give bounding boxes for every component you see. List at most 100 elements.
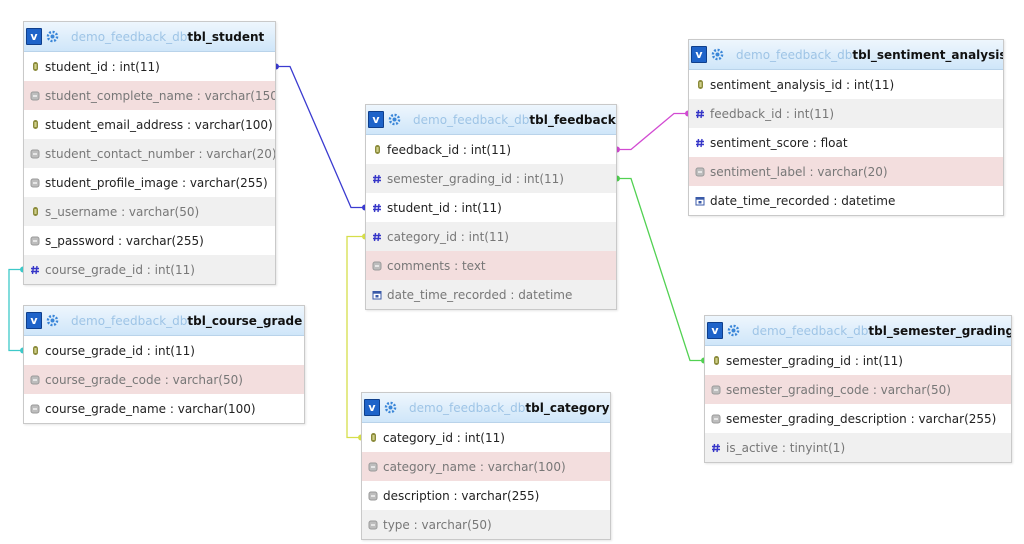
relation-line	[346, 235, 365, 439]
field-icon	[28, 178, 42, 188]
field-separator: :	[409, 517, 422, 532]
field-name: comments	[387, 258, 451, 273]
field-row[interactable]: semester_grading_description : varchar(2…	[705, 404, 1011, 433]
field-name: student_contact_number	[45, 146, 195, 161]
field-separator: :	[805, 164, 818, 179]
field-type: varchar(50)	[172, 372, 243, 387]
database-name: demo_feedback_db	[413, 112, 530, 127]
field-row[interactable]: feedback_id : int(11)	[689, 99, 1003, 128]
field-row[interactable]: date_time_recorded : datetime	[689, 186, 1003, 215]
field-row[interactable]: student_id : int(11)	[366, 193, 616, 222]
field-row[interactable]: student_contact_number : varchar(20)	[24, 139, 275, 168]
field-row[interactable]: course_grade_name : varchar(100)	[24, 394, 304, 423]
field-type: int(11)	[470, 142, 512, 157]
field-name: category_id	[383, 430, 453, 445]
toggle-columns-button[interactable]: v	[707, 322, 723, 339]
field-icon	[709, 385, 723, 395]
field-row[interactable]: sentiment_label : varchar(20)	[689, 157, 1003, 186]
field-name: student_complete_name	[45, 88, 193, 103]
field-type: int(11)	[464, 430, 505, 445]
field-separator: :	[506, 287, 519, 302]
gear-icon[interactable]	[384, 401, 397, 414]
field-name: sentiment_label	[710, 164, 806, 179]
field-row[interactable]: course_grade_code : varchar(50)	[24, 365, 304, 394]
field-name: student_id	[45, 59, 108, 74]
field-type: varchar(150)	[204, 88, 275, 103]
field-name: is_active	[726, 440, 779, 455]
field-row[interactable]: description : varchar(255)	[362, 481, 610, 510]
field-row[interactable]: semester_grading_id : int(11)	[366, 164, 616, 193]
field-separator: :	[782, 106, 794, 121]
field-row[interactable]: category_name : varchar(100)	[362, 452, 610, 481]
field-name: sentiment_analysis_id	[710, 77, 843, 92]
field-type: int(11)	[468, 229, 509, 244]
field-row[interactable]: course_grade_id : int(11)	[24, 255, 275, 284]
field-row[interactable]: feedback_id : int(11)	[366, 135, 616, 164]
field-separator: :	[107, 59, 120, 74]
field-separator: :	[183, 117, 195, 132]
field-separator: :	[456, 229, 469, 244]
calendar-icon	[370, 290, 384, 300]
field-name: course_grade_code	[45, 372, 161, 387]
field-list: course_grade_id : int(11)course_grade_co…	[24, 336, 304, 423]
field-row[interactable]: sentiment_score : float	[689, 128, 1003, 157]
gear-icon[interactable]	[46, 314, 59, 327]
field-type: varchar(255)	[461, 488, 540, 503]
hash-icon	[370, 203, 384, 213]
field-type: text	[461, 258, 486, 273]
field-separator: :	[160, 372, 173, 387]
field-row[interactable]: student_email_address : varchar(100)	[24, 110, 275, 139]
field-row[interactable]: category_id : int(11)	[366, 222, 616, 251]
field-separator: :	[906, 411, 919, 426]
table-name: tbl_course_grade	[187, 313, 303, 328]
field-row[interactable]: student_complete_name : varchar(150)	[24, 81, 275, 110]
toggle-columns-button[interactable]: v	[691, 46, 707, 63]
field-type: varchar(20)	[817, 164, 888, 179]
field-name: date_time_recorded	[387, 287, 507, 302]
toggle-columns-button[interactable]: v	[26, 312, 42, 329]
toggle-columns-button[interactable]: v	[368, 111, 384, 128]
gear-icon[interactable]	[727, 324, 740, 337]
field-name: semester_grading_description	[726, 411, 907, 426]
field-list: category_id : int(11)category_name : var…	[362, 423, 610, 539]
gear-icon[interactable]	[388, 113, 401, 126]
gear-icon[interactable]	[711, 48, 724, 61]
field-list: feedback_id : int(11)semester_grading_id…	[366, 135, 616, 309]
field-icon	[366, 520, 380, 530]
field-row[interactable]: course_grade_id : int(11)	[24, 336, 304, 365]
toggle-columns-button[interactable]: v	[364, 399, 380, 416]
field-row[interactable]: s_password : varchar(255)	[24, 226, 275, 255]
toggle-columns-button[interactable]: v	[26, 28, 42, 45]
field-row[interactable]: category_id : int(11)	[362, 423, 610, 452]
gear-icon[interactable]	[46, 30, 59, 43]
field-separator: :	[808, 135, 821, 150]
relation-line	[617, 177, 704, 362]
field-row[interactable]: student_profile_image : varchar(255)	[24, 168, 275, 197]
field-row[interactable]: student_id : int(11)	[24, 52, 275, 81]
field-type: varchar(50)	[421, 517, 492, 532]
field-row[interactable]: comments : text	[366, 251, 616, 280]
field-row[interactable]: s_username : varchar(50)	[24, 197, 275, 226]
field-separator: :	[142, 262, 155, 277]
key-icon	[28, 345, 42, 356]
field-row[interactable]: date_time_recorded : datetime	[366, 280, 616, 309]
field-row[interactable]: semester_grading_id : int(11)	[705, 346, 1011, 375]
field-icon	[28, 149, 42, 159]
field-row[interactable]: sentiment_analysis_id : int(11)	[689, 70, 1003, 99]
field-type: float	[820, 135, 848, 150]
field-row[interactable]: is_active : tinyint(1)	[705, 433, 1011, 462]
field-row[interactable]: type : varchar(50)	[362, 510, 610, 539]
field-row[interactable]: semester_grading_code : varchar(50)	[705, 375, 1011, 404]
